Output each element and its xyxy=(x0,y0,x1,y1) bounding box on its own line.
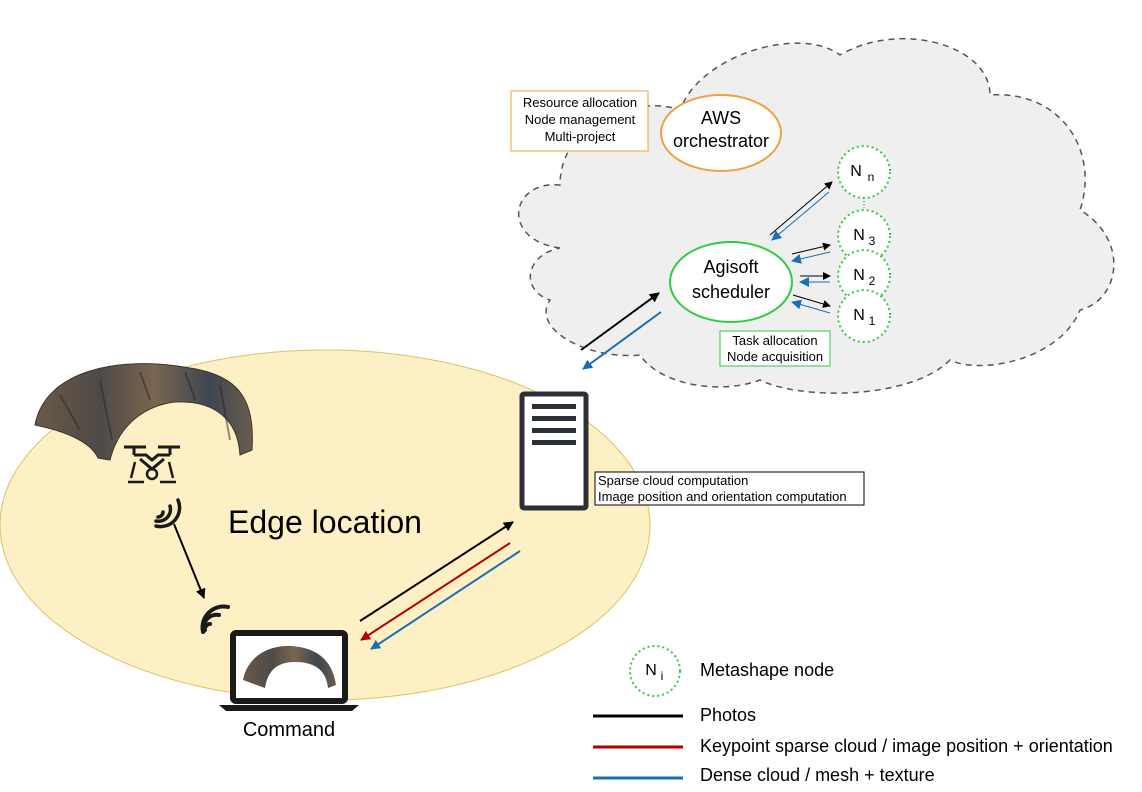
scheduler-note: Task allocation Node acquisition xyxy=(719,330,831,367)
node-3-base: N xyxy=(853,227,865,244)
scheduler-line2: scheduler xyxy=(692,282,770,302)
server-note-line1: Sparse cloud computation xyxy=(598,473,748,488)
scheduler-line1: Agisoft xyxy=(703,257,758,277)
node-3-sub: 3 xyxy=(869,234,876,248)
orchestrator-note: Resource allocation Node management Mult… xyxy=(510,90,649,152)
legend-photos-label: Photos xyxy=(700,705,756,725)
legend-node-label: Metashape node xyxy=(700,660,834,680)
node-2-base: N xyxy=(853,267,865,284)
node-2-sub: 2 xyxy=(869,274,876,288)
svg-text:3: 3 xyxy=(869,234,876,248)
scheduler-note-line2: Node acquisition xyxy=(727,349,823,364)
svg-text:2: 2 xyxy=(869,274,876,288)
scheduler-node-arrows xyxy=(769,181,833,314)
legend-dense-label: Dense cloud / mesh + texture xyxy=(700,765,935,785)
laptop-server-arrows xyxy=(359,521,521,650)
drone-to-laptop-arrow xyxy=(173,523,206,599)
legend: N i Metashape node Photos Keypoint spars… xyxy=(593,645,1113,785)
edge-cloud-arrows xyxy=(580,292,662,370)
laptop-wifi-icon xyxy=(200,604,230,634)
node-n: N n xyxy=(837,145,891,199)
node-2: N 2 xyxy=(837,249,891,303)
node-n-sub: n xyxy=(868,170,875,184)
edge-location-title: Edge location xyxy=(228,504,422,540)
orchestrator-line1: AWS xyxy=(701,108,741,128)
svg-text:N: N xyxy=(850,163,862,180)
server-note: Sparse cloud computation Image position … xyxy=(594,471,865,506)
scheduler-note-line1: Task allocation xyxy=(732,333,817,348)
svg-text:N: N xyxy=(645,662,657,679)
orchestrator-note-line1: Resource allocation xyxy=(523,95,637,110)
server-note-line2: Image position and orientation computati… xyxy=(598,489,847,504)
node-1: N 1 xyxy=(837,289,891,343)
agisoft-scheduler: Agisoft scheduler xyxy=(669,241,793,323)
legend-keypoint-label: Keypoint sparse cloud / image position +… xyxy=(700,736,1113,756)
drone-icon xyxy=(124,445,180,484)
aws-orchestrator: AWS orchestrator xyxy=(660,94,782,172)
legend-node-symbol: N i xyxy=(629,645,681,697)
svg-text:1: 1 xyxy=(869,314,876,328)
svg-text:n: n xyxy=(868,170,875,184)
svg-text:N: N xyxy=(853,307,865,324)
orchestrator-line2: orchestrator xyxy=(673,131,769,151)
node-1-sub: 1 xyxy=(869,314,876,328)
laptop-label: Command xyxy=(243,719,335,741)
node-1-base: N xyxy=(853,307,865,324)
laptop-icon: Command xyxy=(219,630,359,741)
svg-text:i: i xyxy=(661,669,664,683)
svg-text:N: N xyxy=(853,267,865,284)
legend-node-base: N xyxy=(645,662,657,679)
node-n-base: N xyxy=(850,163,862,180)
svg-text:N: N xyxy=(853,227,865,244)
orchestrator-note-line3: Multi-project xyxy=(545,129,616,144)
tunnel-model-image xyxy=(34,363,253,461)
wireless-signal-icon xyxy=(154,498,182,529)
orchestrator-note-line2: Node management xyxy=(525,112,636,127)
edge-location-region: Edge location xyxy=(0,349,651,701)
server-icon xyxy=(519,391,589,511)
legend-node-sub: i xyxy=(661,669,664,683)
